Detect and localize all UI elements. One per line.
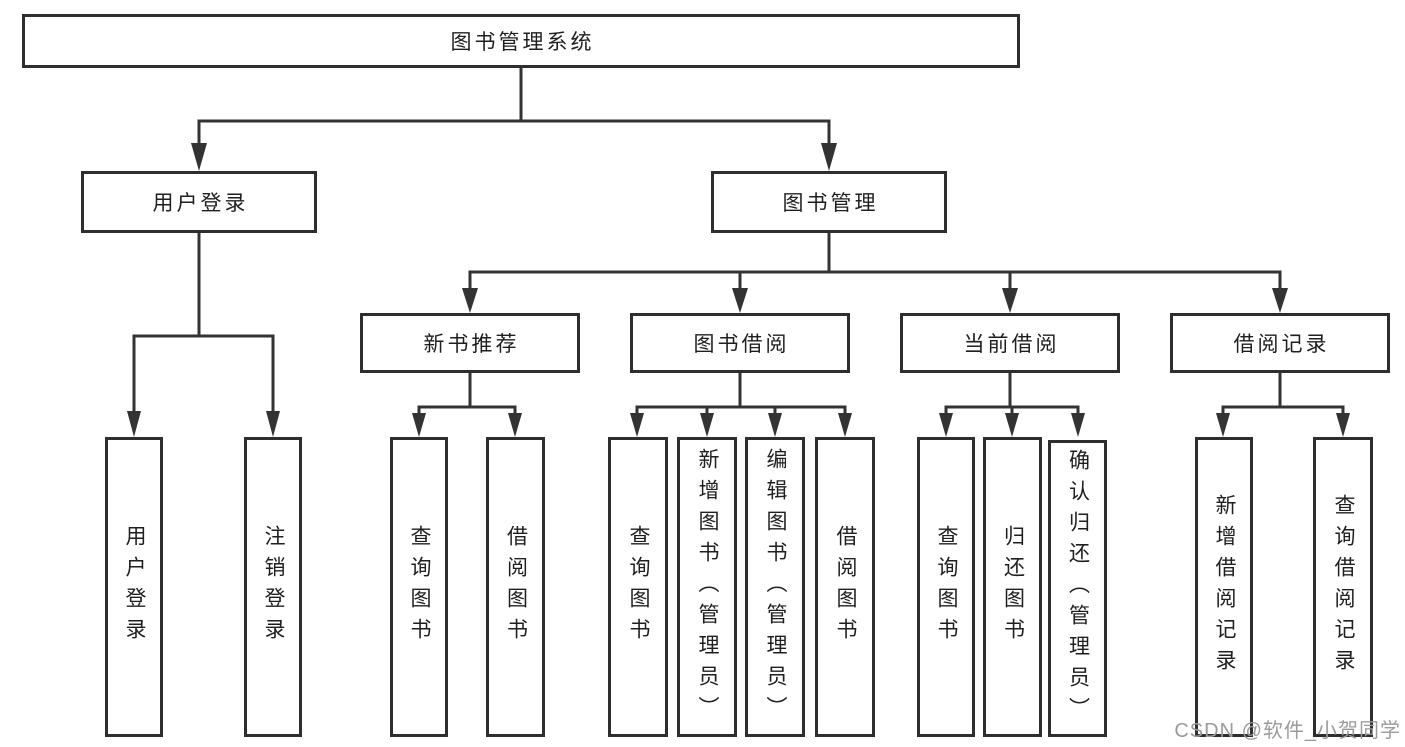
- node-leaf-bb-borrow-books: 借阅图书: [815, 437, 875, 737]
- connector-book-borrow-to-leaves: [630, 371, 852, 437]
- node-leaf-nbr-borrow-books: 借阅图书: [486, 437, 545, 737]
- arrowhead-icon: [939, 413, 953, 437]
- connector-root-to-level2: [191, 66, 837, 171]
- connector-new-book-rec-to-leaves: [412, 371, 522, 437]
- node-leaf-user-login: 用户登录: [105, 437, 163, 737]
- connector-book-mgmt-to-level3: [462, 231, 1288, 313]
- node-book-mgmt: 图书管理: [711, 171, 947, 233]
- arrowhead-icon: [1272, 288, 1288, 313]
- node-leaf-br-query-record: 查询借阅记录: [1313, 437, 1373, 737]
- node-borrow-record: 借阅记录: [1170, 313, 1390, 373]
- connector-user-login-to-leaves: [127, 231, 280, 437]
- arrowhead-icon: [821, 143, 837, 171]
- node-leaf-bb-add-books-admin: 新增图书（管理员）: [677, 437, 737, 737]
- node-leaf-cb-confirm-return-admin: 确认归还（管理员）: [1048, 440, 1107, 737]
- arrowhead-icon: [1005, 413, 1019, 437]
- arrowhead-icon: [768, 413, 782, 437]
- node-leaf-logout: 注销登录: [244, 437, 302, 737]
- node-root: 图书管理系统: [22, 14, 1020, 68]
- arrowhead-icon: [127, 411, 141, 437]
- arrowhead-icon: [838, 413, 852, 437]
- node-leaf-bb-query-books: 查询图书: [608, 437, 668, 737]
- node-new-book-rec: 新书推荐: [360, 313, 580, 373]
- arrowhead-icon: [508, 413, 522, 437]
- arrowhead-icon: [1071, 413, 1085, 437]
- connector-borrow-record-to-leaves: [1216, 371, 1350, 437]
- arrowhead-icon: [191, 143, 207, 171]
- arrowhead-icon: [1002, 288, 1018, 313]
- node-leaf-cb-query-books: 查询图书: [917, 437, 975, 737]
- arrowhead-icon: [266, 411, 280, 437]
- node-leaf-bb-edit-books-admin: 编辑图书（管理员）: [745, 437, 805, 737]
- arrowhead-icon: [1336, 413, 1350, 437]
- node-current-borrow: 当前借阅: [900, 313, 1120, 373]
- arrowhead-icon: [462, 288, 478, 313]
- node-leaf-cb-return-books: 归还图书: [983, 437, 1042, 737]
- arrowhead-icon: [700, 413, 714, 437]
- arrowhead-icon: [1216, 413, 1230, 437]
- node-leaf-nbr-query-books: 查询图书: [390, 437, 448, 737]
- node-book-borrow: 图书借阅: [630, 313, 850, 373]
- arrowhead-icon: [732, 288, 748, 313]
- arrowhead-icon: [412, 413, 426, 437]
- connector-current-borrow-to-leaves: [939, 371, 1085, 437]
- arrowhead-icon: [630, 413, 644, 437]
- node-user-login: 用户登录: [81, 171, 317, 233]
- csdn-watermark: CSDN @软件_小贺同学: [1174, 720, 1401, 742]
- node-leaf-br-add-record: 新增借阅记录: [1195, 437, 1253, 737]
